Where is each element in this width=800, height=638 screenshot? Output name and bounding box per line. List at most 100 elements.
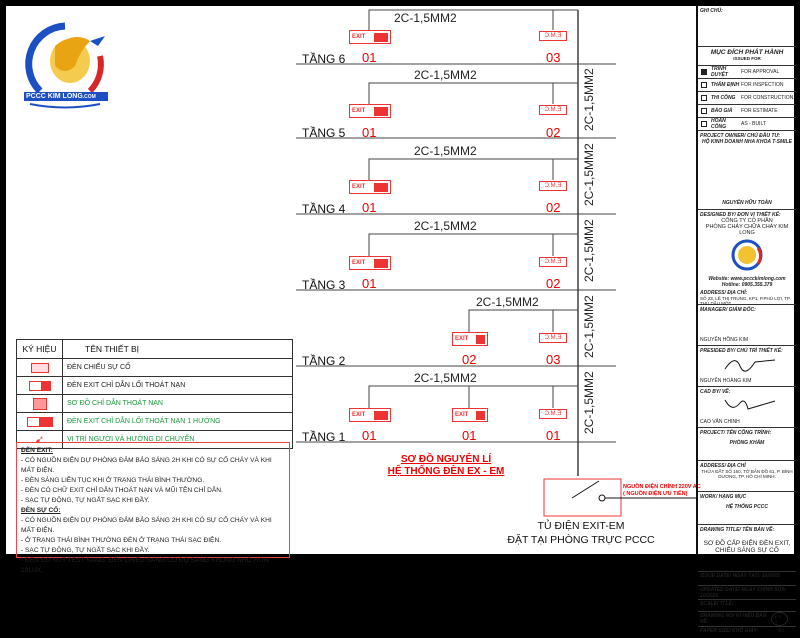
legend-row: SƠ ĐỒ CHỈ DẪN THOÁT NẠN — [17, 394, 292, 412]
emergency-light-icon: E.M.C — [539, 257, 567, 267]
exit-sign-direction-icon: EXIT — [349, 104, 391, 118]
cable-label: 2C-1,5MM2 — [414, 219, 477, 233]
branch-cable — [368, 385, 578, 408]
notes-box: ĐÈN EXIT: - CÓ NGUỒN ĐIỆN DỰ PHÒNG ĐẢM B… — [16, 442, 290, 574]
presided-label: PRESIDED BY/ CHỦ TRÌ THIẾT KẾ: — [700, 348, 783, 354]
checkbox-checked-icon[interactable] — [701, 69, 707, 75]
title-block: GHI CHÚ: MỤC ĐÍCH PHÁT HÀNH ISSUED FOR T… — [696, 6, 796, 634]
checkbox-icon[interactable] — [701, 108, 707, 114]
hotline: Hotline: 0905.355.379 — [721, 282, 773, 288]
wiring-diagram — [296, 9, 696, 517]
device-count: 02 — [546, 276, 561, 291]
riser-label: 2C-1,5MM2 — [582, 295, 596, 358]
branch-cable — [468, 309, 578, 332]
owner-person: NGUYỄN HỮU TOÀN — [722, 200, 772, 206]
exit-sign-icon — [28, 380, 51, 391]
legend-label: ĐÈN EXIT CHỈ DẪN LỐI THOÁT NẠN — [67, 382, 186, 389]
owner-name: HỘ KINH DOANH NHA KHOA T-SMILE — [702, 139, 792, 145]
website: Website: www.pccckimlong.com — [708, 276, 786, 282]
emergency-light-icon: E.M.C — [539, 31, 567, 41]
diagram-title-line2: HỆ THỐNG ĐÈN EX - EM — [387, 466, 505, 477]
issued-title: MỤC ĐÍCH PHÁT HÀNH — [710, 49, 784, 56]
dragon-logo-icon — [24, 22, 108, 109]
drawing-title-line1: SƠ ĐỒ CẤP ĐIỆN ĐÈN EXIT, — [703, 540, 791, 547]
emergency-light-icon: E.M.C — [539, 181, 567, 191]
project-name: PHÒNG KHÁM — [729, 440, 765, 446]
paper-size: A3 — [777, 628, 784, 634]
device-count: 01 — [362, 200, 377, 215]
note-line: - Ở TRẠNG THÁI BÌNH THƯỜNG ĐÈN Ở TRẠNG T… — [21, 537, 222, 544]
floor-label: TẦNG 1 — [302, 430, 346, 444]
device-count: 01 — [362, 50, 377, 65]
exit-sign-direction-icon: EXIT — [349, 30, 391, 44]
note-line: - ĐÈN SÁNG LIÊN TỤC KHI Ở TRẠNG THÁI BÌN… — [21, 477, 205, 484]
evacuation-map-icon — [32, 397, 47, 410]
checkbox-icon[interactable] — [701, 95, 707, 101]
legend-row: ➹ VỊ TRÍ NGƯỜI VÀ HƯỚNG DI CHUYỂN — [17, 430, 292, 448]
signature-icon — [724, 359, 776, 372]
riser-label: 2C-1,5MM2 — [582, 143, 596, 206]
drawn-label: CAD BY/ VẼ: — [700, 389, 731, 395]
note-line: - CÓ NGUỒN ĐIỆN DỰ PHÒNG ĐẢM BẢO SÁNG 2H… — [21, 457, 272, 474]
floor-label: TẦNG 5 — [302, 126, 346, 140]
update-date: UPDATED DATE/ NGÀY CHỈNH SỬA: 10/2025 — [698, 586, 796, 600]
device-count: 02 — [462, 352, 477, 367]
note-line: - SẠC TỰ ĐỘNG, TỰ NGẮT SẠC KHI ĐẦY. — [21, 497, 150, 504]
legend-row: ĐÈN EXIT CHỈ DẪN LỐI THOÁT NẠN 1 HƯỚNG — [17, 412, 292, 430]
presided-name: NGUYỄN HOÀNG KIM — [700, 378, 752, 384]
exit-sign-icon: EXIT — [452, 408, 488, 422]
checkbox-icon[interactable] — [701, 82, 707, 88]
floor-label: TẦNG 3 — [302, 278, 346, 292]
person-direction-icon: ➹ — [34, 434, 45, 446]
cable-label: 2C-1,5MM2 — [414, 68, 477, 82]
manager-name: NGUYỄN HỒNG KIM — [700, 337, 749, 343]
legend-header-name: TÊN THIẾT BỊ — [85, 344, 140, 354]
drawing-title-label: DRAWING TITLE/ TÊN BẢN VẼ: — [700, 527, 775, 533]
cable-label: 2C-1,5MM2 — [414, 371, 477, 385]
priority-source-label: ( NGUỒN ĐIỆN ƯU TIÊN) — [623, 491, 688, 497]
designer-label: DESIGNED BY/ ĐƠN VỊ THIẾT KẾ: — [700, 212, 781, 218]
riser-label: 2C-1,5MM2 — [582, 371, 596, 434]
panel-label: TỦ ĐIỆN EXIT-EM — [537, 520, 625, 532]
device-count: 03 — [546, 352, 561, 367]
device-count: 01 — [362, 276, 377, 291]
device-count: 02 — [546, 200, 561, 215]
note-line: - CÓ NGUỒN ĐIỆN DỰ PHÒNG ĐẢM BẢO SÁNG 2H… — [21, 517, 272, 534]
cable-label: 2C-1,5MM2 — [394, 11, 457, 25]
device-count: 01 — [362, 125, 377, 140]
note-line: - ĐÈN CÓ CHỮ EXIT CHỈ DẪN THOÁT NẠN VÀ M… — [21, 487, 223, 494]
cable-label: 2C-1,5MM2 — [414, 144, 477, 158]
legend-label: SƠ ĐỒ CHỈ DẪN THOÁT NẠN — [67, 400, 163, 407]
legend-label: ĐÈN CHIẾU SỰ CỐ — [67, 364, 131, 371]
diagram-title-line1: SƠ ĐỒ NGUYÊN LÍ — [400, 454, 492, 465]
designer-line1: CÔNG TY CỔ PHẦN — [721, 218, 773, 224]
logo-suffix: .COM — [82, 94, 96, 100]
scale-label: SCALE/ TỈ LỆ: — [698, 600, 796, 612]
floor-label: TẦNG 6 — [302, 52, 346, 66]
owner-label: PROJECT OWNER/ CHỦ ĐẦU TƯ: — [700, 133, 781, 139]
designer-line2: PHÒNG CHÁY CHỮA CHÁY KIM LONG — [705, 224, 789, 236]
project-label: PROJECT/ TÊN CÔNG TRÌNH: — [700, 430, 772, 436]
drawing-sheet: PCCC KIM LONG.COM — [6, 6, 796, 634]
legend-label: VỊ TRÍ NGƯỜI VÀ HƯỚNG DI CHUYỂN — [67, 436, 195, 443]
device-count: 01 — [462, 428, 477, 443]
riser-label: 2C-1,5MM2 — [582, 68, 596, 131]
floor-label: TẦNG 2 — [302, 354, 346, 368]
note-line: - SẠC TỰ ĐỘNG, TỰ NGẮT SẠC KHI ĐẦY. — [21, 547, 150, 554]
legend-row: ĐÈN CHIẾU SỰ CỐ — [17, 358, 292, 376]
legend-label: ĐÈN EXIT CHỈ DẪN LỐI THOÁT NẠN 1 HƯỚNG — [67, 418, 221, 425]
signature-icon — [724, 399, 776, 410]
floor-label: TẦNG 4 — [302, 202, 346, 216]
designer-address: SỐ 23, LÊ THỊ TRUNG, KP1, P.PHÚ LỢI, TP.… — [700, 296, 791, 306]
designer-address-label: ADDRESS/ ĐỊA CHỈ: — [700, 290, 748, 296]
emergency-light-icon: E.M.C — [539, 333, 567, 343]
legend-table: KÝ HIỆU TÊN THIẾT BỊ ĐÈN CHIẾU SỰ CỐ ĐÈN… — [16, 339, 293, 449]
drawing-no: E.X 1 — [770, 612, 788, 626]
device-count: 01 — [362, 428, 377, 443]
checkbox-icon[interactable] — [701, 121, 707, 127]
